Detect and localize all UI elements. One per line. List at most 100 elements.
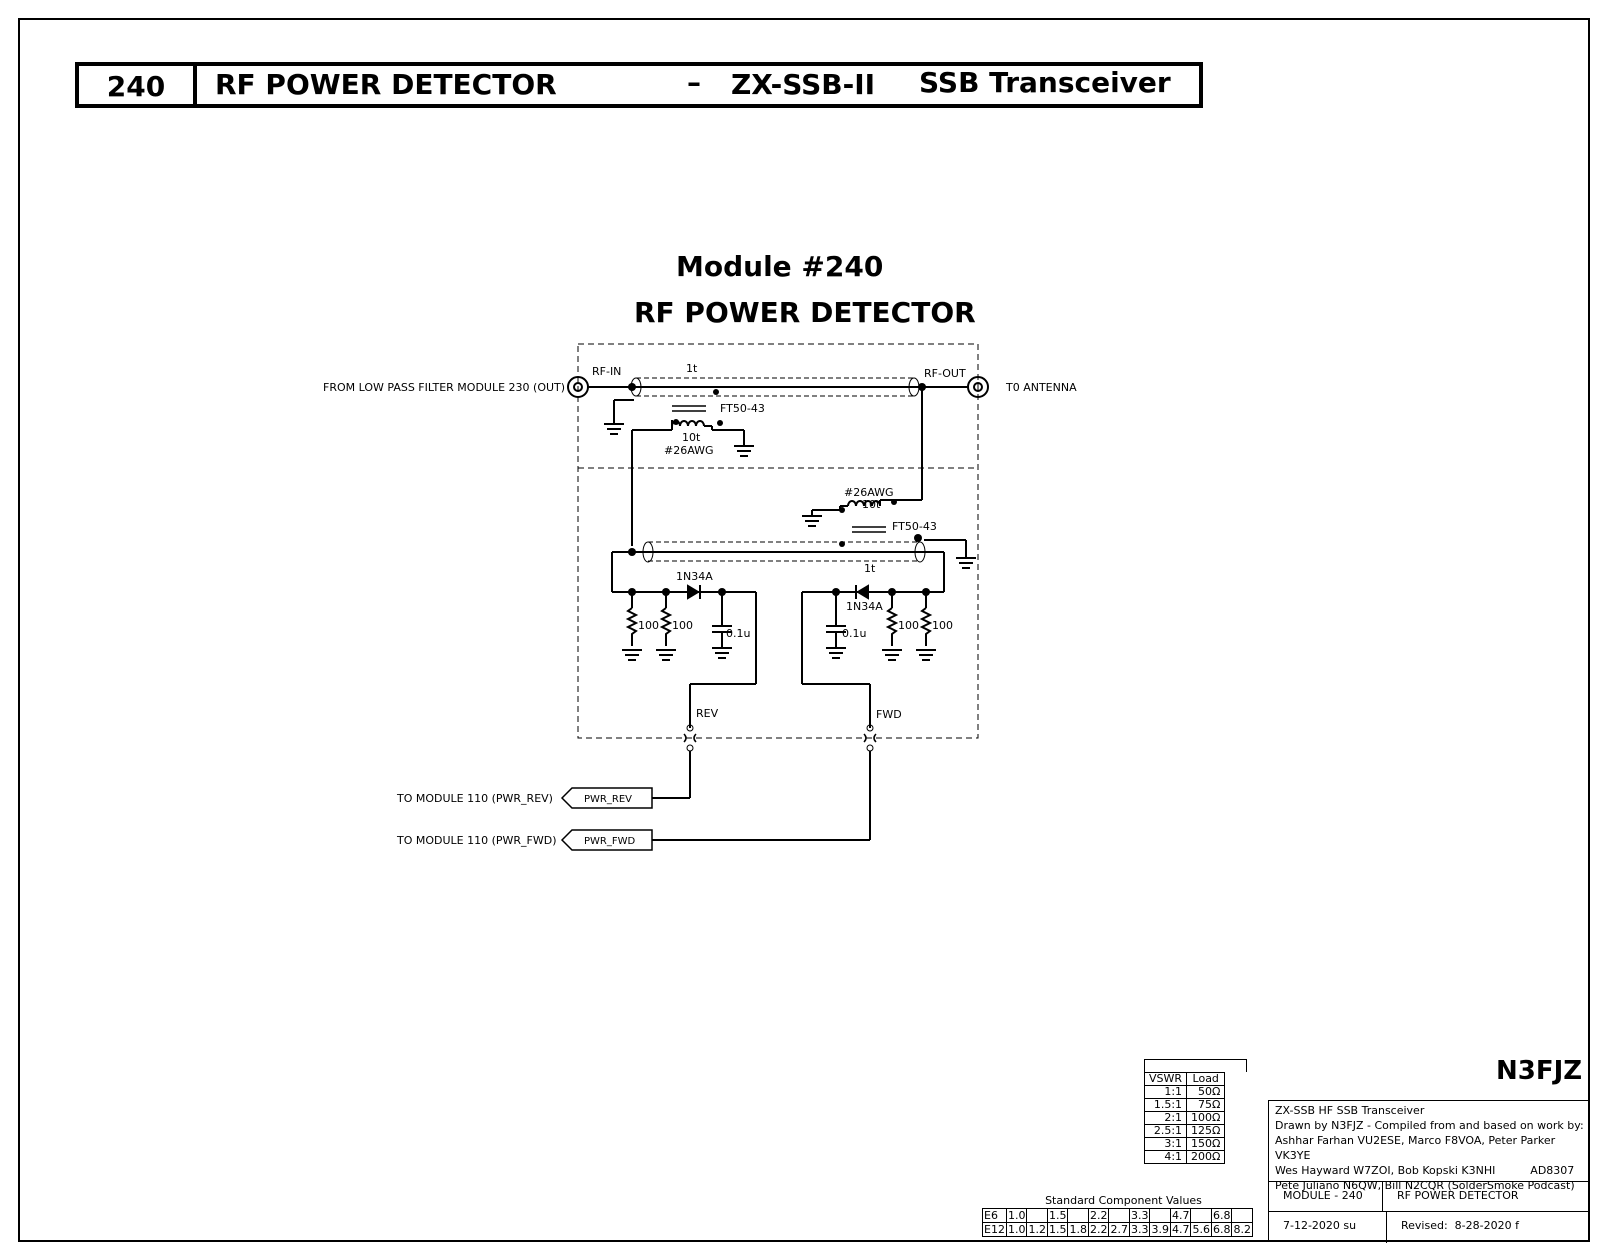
load-header: Load: [1186, 1072, 1226, 1086]
table-row: 2.5:1 125Ω: [1143, 1124, 1226, 1138]
top-coax-turns: 1t: [686, 362, 698, 375]
load-cell: 100Ω: [1186, 1111, 1226, 1125]
pwr-fwd-flag: [560, 829, 653, 851]
bottom-transformer-winding: [847, 500, 881, 507]
table-cell: 8.2: [1231, 1222, 1253, 1237]
title-bar: 240 RF POWER DETECTOR – ZX-SSB-II SSB Tr…: [75, 62, 1203, 108]
title-name: RF POWER DETECTOR: [215, 68, 557, 101]
table-cell: 3.9: [1149, 1222, 1171, 1237]
rev-r1-label: 100: [638, 619, 659, 632]
table-row: E6 1.0 1.5 2.2 3.3 4.7 6.8: [982, 1208, 1253, 1223]
load-cell: 200Ω: [1186, 1150, 1226, 1164]
title-radio: SSB Transceiver: [919, 66, 1171, 99]
fwd-label: FWD: [876, 708, 902, 721]
rev-r2-label: 100: [672, 619, 693, 632]
rev-diode-label: 1N34A: [676, 570, 713, 583]
fwd-connector: [863, 733, 867, 743]
title-model: ZX-SSB-II: [731, 68, 876, 101]
module-heading: Module #240: [676, 250, 884, 283]
top-core-label: FT50-43: [720, 402, 765, 415]
table-cell: 2.2: [1087, 1222, 1110, 1237]
title-block: ZX-SSB HF SSB Transceiver Drawn by N3FJZ…: [1268, 1100, 1590, 1243]
module-row: MODULE - 240 RF POWER DETECTOR: [1269, 1181, 1590, 1211]
vswr-cell: 1.5:1: [1143, 1098, 1188, 1112]
rev-resistor-2: [659, 607, 673, 646]
table-cell: 1.2: [1026, 1222, 1048, 1237]
table-cell: 4.7: [1169, 1208, 1192, 1223]
credit-line: Drawn by N3FJZ - Compiled from and based…: [1275, 1119, 1584, 1132]
table-cell: 4.7: [1169, 1222, 1192, 1237]
top-turns-label: 10t: [682, 431, 701, 444]
vswr-header: VSWR: [1143, 1072, 1188, 1086]
module-subheading: RF POWER DETECTOR: [634, 296, 976, 329]
table-cell: 6.8: [1210, 1222, 1233, 1237]
fwd-r1-label: 100: [898, 619, 919, 632]
table-row: VSWR Load: [1143, 1072, 1226, 1086]
rf-in-label: RF-IN: [592, 365, 621, 378]
rev-diode: [687, 584, 700, 600]
table-cell: 1.5: [1046, 1208, 1069, 1223]
table-row: 2:1 100Ω: [1143, 1111, 1226, 1125]
revised-date: Revised: 8-28-2020 f: [1401, 1219, 1519, 1232]
author-callsign: N3FJZ: [1496, 1056, 1583, 1086]
table-cell: 3.3: [1128, 1222, 1151, 1237]
fwd-cap-label: 0.1u: [842, 627, 866, 640]
vswr-cell: 2.5:1: [1143, 1124, 1188, 1138]
top-wire-label: #26AWG: [664, 444, 714, 457]
rev-resistor-1: [625, 607, 639, 646]
bottom-coax-turns: 1t: [864, 562, 876, 575]
table-cell: [1231, 1208, 1253, 1223]
vswr-cell: 1:1: [1143, 1085, 1188, 1099]
standard-values-table: E6 1.0 1.5 2.2 3.3 4.7 6.8 E12 1.0 1.2 1…: [982, 1208, 1253, 1237]
rf-out-label: RF-OUT: [924, 367, 966, 380]
fwd-diode-label: 1N34A: [846, 600, 883, 613]
drawing-frame: [18, 18, 1590, 1242]
standard-values-title: Standard Component Values: [1045, 1194, 1202, 1207]
credit-line: Pete Juliano N6QW, Bill N2CQR (SolderSmo…: [1275, 1179, 1575, 1192]
to-fwd-label: TO MODULE 110 (PWR_FWD): [396, 834, 557, 847]
fwd-diode: [856, 584, 869, 600]
load-cell: 75Ω: [1186, 1098, 1226, 1112]
table-cell: E6: [982, 1208, 1007, 1223]
table-cell: 3.3: [1128, 1208, 1151, 1223]
table-cell: 1.8: [1067, 1222, 1089, 1237]
table-row: E12 1.0 1.2 1.5 1.8 2.2 2.7 3.3 3.9 4.7 …: [982, 1222, 1253, 1237]
module-name: RF POWER DETECTOR: [1397, 1189, 1519, 1202]
table-row: 3:1 150Ω: [1143, 1137, 1226, 1151]
table-row: 1.5:1 75Ω: [1143, 1098, 1226, 1112]
table-cell: [1108, 1208, 1130, 1223]
module-id: MODULE - 240: [1269, 1182, 1383, 1211]
bottom-turns-label: 10t: [862, 498, 881, 511]
vswr-cell: 4:1: [1143, 1150, 1188, 1164]
table-cell: [1026, 1208, 1048, 1223]
table-row: 1:1 50Ω: [1143, 1085, 1226, 1099]
fwd-resistor-1: [885, 607, 899, 646]
table-cell: 2.7: [1108, 1222, 1130, 1237]
drawn-date: 7-12-2020 su: [1269, 1212, 1387, 1243]
load-cell: 50Ω: [1186, 1085, 1226, 1099]
rev-connector: [683, 733, 687, 743]
vswr-cell: 2:1: [1143, 1111, 1188, 1125]
table-cell: E12: [982, 1222, 1007, 1237]
load-cell: 125Ω: [1186, 1124, 1226, 1138]
to-rev-label: TO MODULE 110 (PWR_REV): [396, 792, 553, 805]
to-antenna-label: T0 ANTENNA: [1005, 381, 1077, 394]
title-dash: –: [687, 66, 701, 99]
credits: ZX-SSB HF SSB Transceiver Drawn by N3FJZ…: [1275, 1103, 1590, 1193]
table-cell: 6.8: [1210, 1208, 1233, 1223]
bottom-core-label: FT50-43: [892, 520, 937, 533]
from-lpf-label: FROM LOW PASS FILTER MODULE 230 (OUT): [323, 381, 565, 394]
rev-label: REV: [696, 707, 719, 720]
table-cell: 5.6: [1190, 1222, 1212, 1237]
table-cell: [1149, 1208, 1171, 1223]
rev-cap-label: 0.1u: [726, 627, 750, 640]
credit-line: Wes Hayward W7ZOI, Bob Kopski K3NHI AD83…: [1275, 1164, 1575, 1177]
date-row: 7-12-2020 su Revised: 8-28-2020 f: [1269, 1211, 1590, 1243]
table-cell: 1.0: [1005, 1222, 1028, 1237]
table-cell: 1.5: [1046, 1222, 1069, 1237]
bottom-wire-label: #26AWG: [844, 486, 894, 499]
table-cell: 2.2: [1087, 1208, 1110, 1223]
pwr-rev-flag: [560, 787, 653, 809]
table-row: 4:1 200Ω: [1143, 1150, 1226, 1164]
